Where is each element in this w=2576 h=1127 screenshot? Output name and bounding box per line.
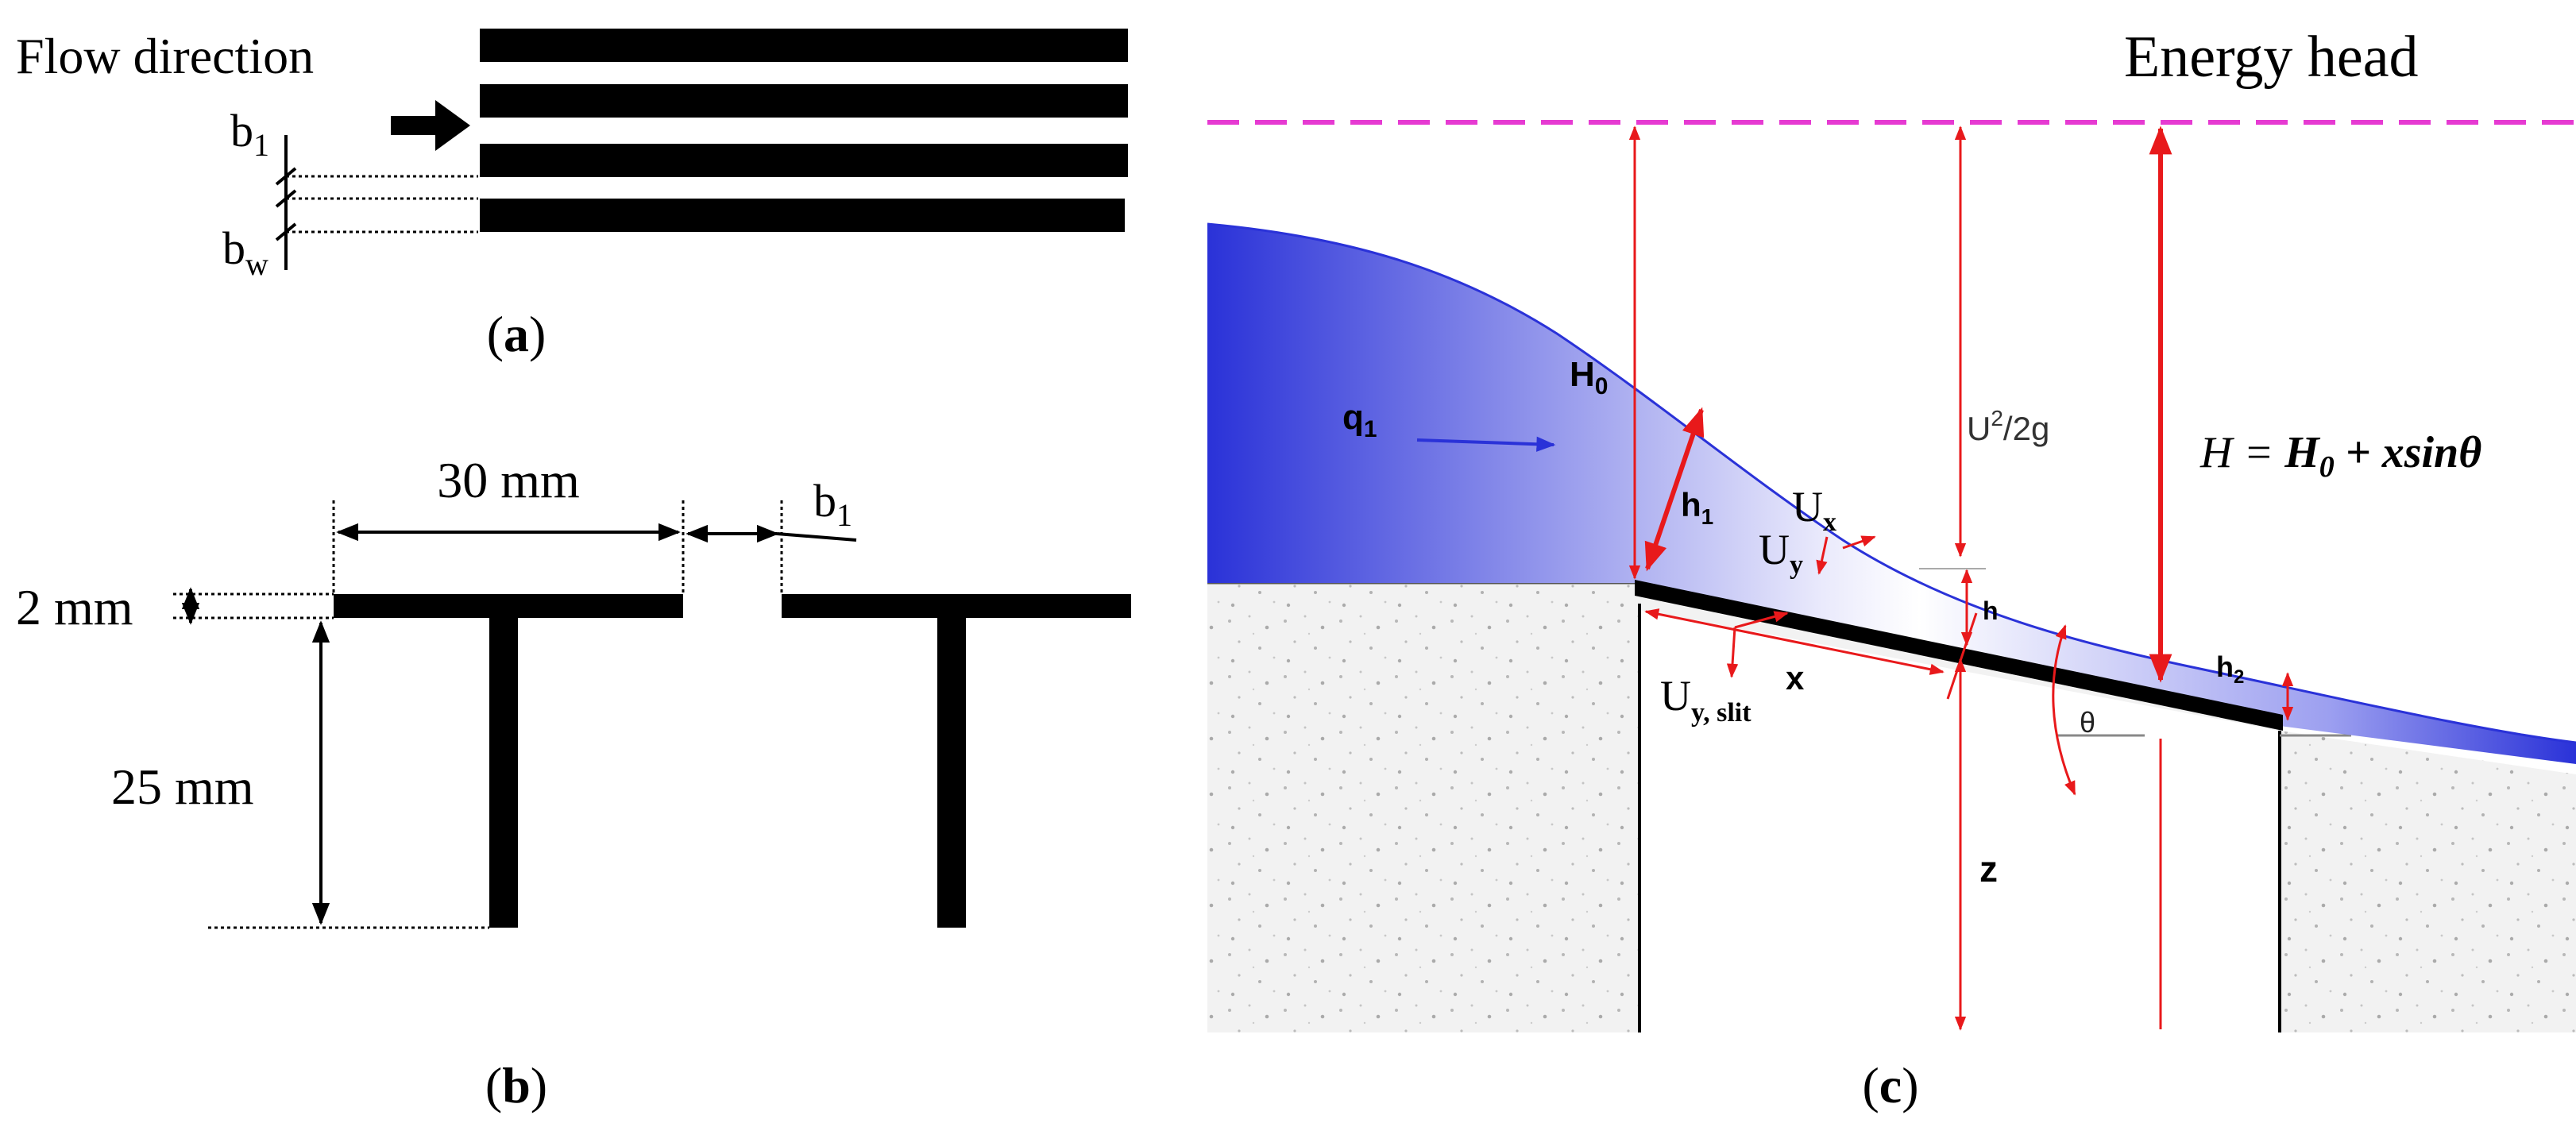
Uy-label: Uy xyxy=(1759,526,1803,580)
label-30mm: 30 mm xyxy=(437,452,580,508)
q1-arrow-icon xyxy=(1416,436,1556,452)
h-label: h xyxy=(1983,596,1999,625)
x-dim-arrow xyxy=(1644,608,1945,675)
z-label: z xyxy=(1979,848,1998,890)
theta-arc xyxy=(2052,624,2076,796)
x-label: x xyxy=(1786,659,1805,697)
label-2mm: 2 mm xyxy=(16,579,133,635)
Ux-arrow xyxy=(1842,535,1876,550)
t-profile-right-flange xyxy=(782,594,1131,618)
ground-right xyxy=(2280,731,2576,1032)
water-flow xyxy=(1207,224,2576,764)
H-equation: H = H0 + xsinθ xyxy=(2199,428,2481,484)
panel-a: Flow direction b1 bw (a) xyxy=(16,28,1128,362)
velocity-head-label: U2/2g xyxy=(1967,406,2049,447)
bar-2 xyxy=(480,84,1128,118)
t-profile-left-flange xyxy=(334,594,683,618)
b1-label-a: b1 xyxy=(230,105,269,163)
panel-b-caption: (b) xyxy=(485,1057,547,1113)
flow-direction-label: Flow direction xyxy=(16,28,314,84)
h2-label: h2 xyxy=(2216,650,2244,688)
bar-4 xyxy=(480,199,1125,232)
panel-b: 30 mm b1 2 mm 25 mm (b) xyxy=(16,452,1131,1113)
Uy-slit-label: Uy, slit xyxy=(1660,672,1751,728)
tick-a-1 xyxy=(275,167,297,186)
bar-1 xyxy=(480,29,1128,62)
h1-arrow xyxy=(1644,407,1705,572)
theta-label: θ xyxy=(2080,706,2095,739)
q1-label: q1 xyxy=(1342,398,1377,442)
H0-label: H0 xyxy=(1570,355,1608,399)
bw-label-a: bw xyxy=(222,222,268,282)
t-profile-right-stem xyxy=(937,618,966,928)
tick-a-2 xyxy=(275,189,297,208)
flow-arrow-icon xyxy=(391,100,470,151)
panel-a-caption: (a) xyxy=(487,306,546,362)
panel-c: Energy head H0 q1 U2/2g H = H0 + xsinθ h… xyxy=(1207,25,2576,1113)
t-profile-left-stem xyxy=(489,618,518,928)
Uy-arrow xyxy=(1816,536,1829,575)
bar-3 xyxy=(480,144,1128,177)
Ux-label: Ux xyxy=(1792,483,1836,537)
slit-U-arrow-down xyxy=(1726,627,1739,678)
energy-head-label: Energy head xyxy=(2124,25,2419,90)
label-25mm: 25 mm xyxy=(111,758,254,815)
h1-label: h1 xyxy=(1681,486,1713,529)
ground-left xyxy=(1207,583,1639,1032)
x-dim-tick xyxy=(1946,612,1978,700)
panel-c-caption: (c) xyxy=(1862,1057,1918,1113)
b1-label-b: b1 xyxy=(813,475,852,533)
tick-a-3 xyxy=(275,222,297,241)
dim-b1-leader xyxy=(776,532,857,542)
water-surface-line xyxy=(1207,222,2576,744)
